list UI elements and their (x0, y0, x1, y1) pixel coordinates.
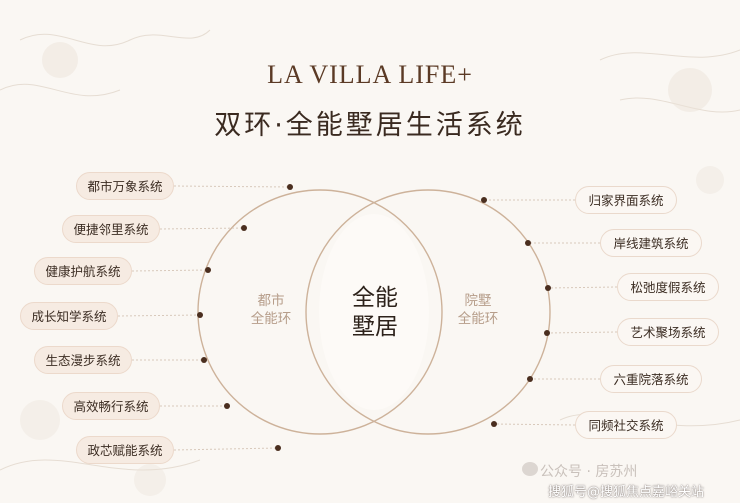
left-ring-dot-2 (241, 225, 247, 231)
title-english: LA VILLA LIFE+ (267, 60, 473, 89)
left-ring-dot-7 (275, 445, 281, 451)
left-ring-dot-3 (205, 267, 211, 273)
right-ring-dot-5 (527, 376, 533, 382)
right-ring-dot-1 (481, 197, 487, 203)
right-ring-label-line2: 全能环 (457, 311, 499, 327)
right-system-pill-3: 松弛度假系统 (617, 273, 719, 301)
left-ring-label-line2: 全能环 (250, 311, 292, 327)
right-leader-line-6 (493, 423, 576, 426)
wechat-icon (522, 462, 538, 476)
right-system-pill-4: 艺术聚场系统 (617, 318, 719, 346)
left-ring (197, 189, 443, 435)
left-leader-line-4 (117, 314, 201, 317)
left-system-pill-5: 生态漫步系统 (34, 346, 132, 374)
left-leader-line-7 (173, 447, 279, 451)
right-ring-label-line1: 院墅 (464, 293, 492, 309)
left-leader-line-1 (173, 185, 291, 188)
left-system-pill-6: 高效畅行系统 (62, 392, 160, 420)
center-label-line1: 全能 (352, 285, 398, 311)
left-system-pill-2: 便捷邻里系统 (62, 215, 160, 243)
left-system-pill-3: 健康护航系统 (34, 257, 132, 285)
intersection-glow (319, 214, 429, 410)
right-system-pill-1: 归家界面系统 (575, 186, 677, 214)
right-ring (305, 189, 551, 435)
right-ring-dot-3 (545, 285, 551, 291)
watermark-sohu: 搜狐号@搜狐焦点嘉峪关站 (548, 485, 705, 500)
left-system-pill-4: 成长知学系统 (20, 302, 118, 330)
left-ring-dot-6 (224, 403, 230, 409)
right-ring-dot-2 (525, 240, 531, 246)
right-ring-dot-4 (544, 330, 550, 336)
left-system-pill-1: 都市万象系统 (76, 172, 174, 200)
left-leader-line-3 (131, 269, 209, 272)
right-system-pill-5: 六重院落系统 (600, 365, 702, 393)
right-leader-line-3 (547, 286, 618, 289)
center-label-line2: 墅居 (352, 314, 398, 340)
left-ring-dot-5 (201, 357, 207, 363)
left-ring-label-line1: 都市 (257, 293, 285, 309)
left-ring-label: 都市 全能环 (236, 292, 306, 328)
title-chinese: 双环·全能墅居生活系统 (214, 110, 526, 141)
left-ring-dot-1 (287, 184, 293, 190)
right-leader-line-4 (546, 331, 618, 334)
right-ring-label: 院墅 全能环 (443, 292, 513, 328)
center-label: 全能 墅居 (330, 284, 420, 342)
right-system-pill-2: 岸线建筑系统 (600, 229, 702, 257)
right-ring-dot-6 (491, 421, 497, 427)
left-ring-dot-4 (197, 312, 203, 318)
right-system-pill-6: 同频社交系统 (575, 411, 677, 439)
left-system-pill-7: 政芯赋能系统 (76, 436, 174, 464)
watermark-account: 公众号 · 房苏州 (540, 464, 638, 480)
